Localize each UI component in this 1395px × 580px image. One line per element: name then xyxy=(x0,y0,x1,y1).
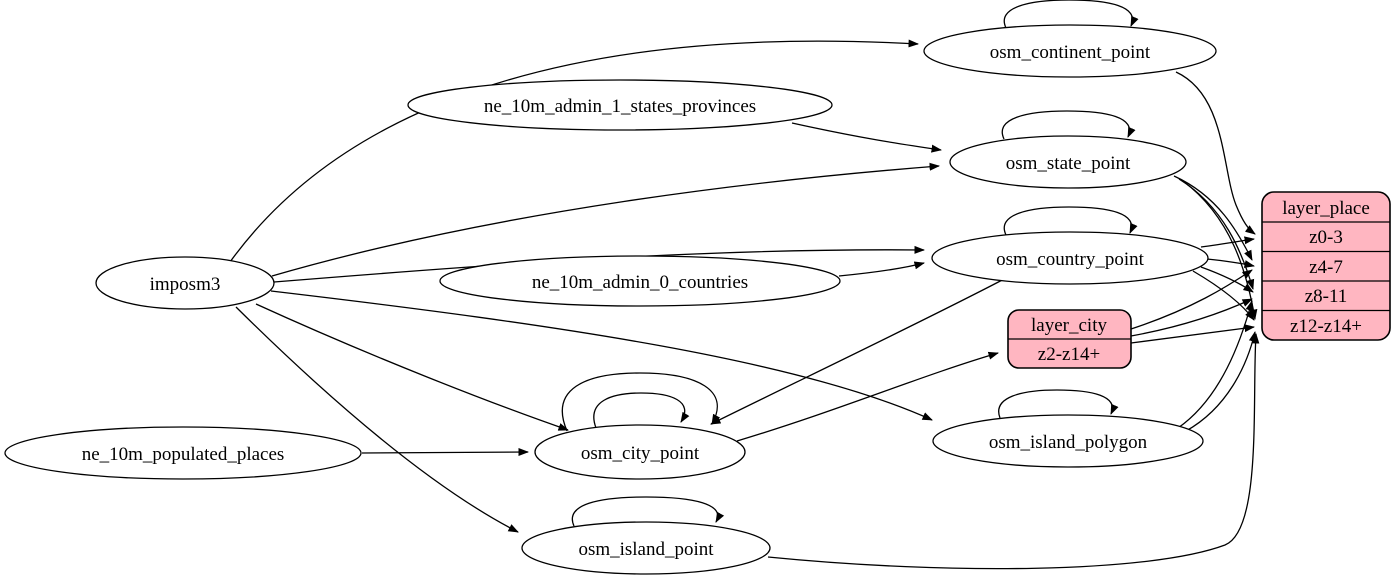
node-ne-10m-admin-1-states-provinces: ne_10m_admin_1_states_provinces xyxy=(407,79,833,131)
edge-self-osm-island-point xyxy=(571,496,725,527)
edge-ne-10m-populated-places-osm-city-point xyxy=(361,448,529,457)
edge-layer-city-layer-place-z8-11 xyxy=(1130,298,1253,337)
edge-osm-island-polygon-layer-place-z12-z14 xyxy=(1185,331,1257,432)
node-osm-island-polygon-shape xyxy=(932,414,1204,468)
node-imposm3-shape xyxy=(95,256,275,310)
node-osm-island-point-label: osm_island_point xyxy=(578,539,714,560)
node-osm-continent-point-label: osm_continent_point xyxy=(990,42,1151,63)
node-ne-10m-populated-places: ne_10m_populated_places xyxy=(4,426,362,480)
edge-imposm3-osm-island-polygon xyxy=(270,290,933,421)
edge-imposm3-osm-city-point xyxy=(255,303,569,431)
edge-self-osm-continent-point xyxy=(1003,0,1139,29)
node-osm-island-point-shape xyxy=(521,521,771,575)
edge-self-osm-state-point xyxy=(1001,110,1136,140)
node-osm-city-point-shape xyxy=(534,424,746,480)
edge-osm-state-point-layer-place-z4-7 xyxy=(1173,175,1253,261)
node-ne-10m-populated-places-label: ne_10m_populated_places xyxy=(82,444,285,465)
node-ne-10m-admin-0-countries: ne_10m_admin_0_countries xyxy=(439,255,841,307)
edge-self-inner-osm-city-point xyxy=(593,392,690,429)
node-osm-country-point-label: osm_country_point xyxy=(996,249,1144,270)
node-ne-10m-admin-0-countries-label: ne_10m_admin_0_countries xyxy=(532,272,748,293)
edge-self-osm-country-point xyxy=(1003,206,1138,236)
node-osm-continent-point-shape xyxy=(923,24,1217,78)
node-layer-place-row-z12-z14: z12-z14+ xyxy=(1290,316,1362,337)
node-layer-place: layer_place z0-3 z4-7 z8-11 z12-z14+ xyxy=(1261,191,1391,341)
edge-osm-country-point-layer-place-z4-7 xyxy=(1206,258,1255,268)
node-osm-continent-point: osm_continent_point xyxy=(923,24,1217,78)
node-layer-place-row-z8-11: z8-11 xyxy=(1305,286,1348,307)
edge-layer-city-layer-place-z4-7 xyxy=(1130,269,1253,330)
edge-ne-10m-admin-1-states-provinces-osm-state-point xyxy=(791,122,942,153)
node-layer-city-title: layer_city xyxy=(1031,315,1107,336)
node-osm-state-point-shape xyxy=(949,135,1187,189)
edge-layer-city-layer-place-z12-z14 xyxy=(1130,324,1255,344)
edge-osm-country-point-osm-city-point xyxy=(710,276,1009,425)
node-ne-10m-admin-1-states-provinces-label: ne_10m_admin_1_states_provinces xyxy=(484,96,756,117)
node-ne-10m-populated-places-shape xyxy=(4,426,362,480)
node-layer-place-shape xyxy=(1261,191,1391,341)
edge-imposm3-osm-continent-point xyxy=(229,39,919,263)
node-osm-island-polygon-label: osm_island_polygon xyxy=(989,432,1148,453)
node-imposm3: imposm3 xyxy=(95,256,275,310)
node-osm-state-point: osm_state_point xyxy=(949,135,1187,189)
node-ne-10m-admin-1-states-provinces-shape xyxy=(407,79,833,131)
edge-osm-city-point-layer-city xyxy=(736,351,999,442)
edge-osm-country-point-layer-place-z8-11 xyxy=(1200,266,1254,293)
node-layer-place-row-z4-7: z4-7 xyxy=(1309,257,1343,278)
node-imposm3-label: imposm3 xyxy=(150,274,221,295)
node-osm-island-point: osm_island_point xyxy=(521,521,771,575)
edge-self-osm-island-polygon xyxy=(998,389,1119,419)
nodes: imposm3 ne_10m_admin_1_states_provinces … xyxy=(4,24,1217,575)
node-osm-city-point-label: osm_city_point xyxy=(581,443,700,464)
node-layer-place-title: layer_place xyxy=(1282,198,1370,219)
edge-osm-continent-point-layer-place-z0-3 xyxy=(1175,71,1256,235)
edge-osm-island-polygon-layer-place-z8-11 xyxy=(1177,300,1254,429)
edge-ne-10m-admin-0-countries-osm-country-point xyxy=(838,261,925,277)
edges xyxy=(229,0,1260,570)
edge-osm-country-point-layer-place-z0-3 xyxy=(1200,236,1255,248)
node-osm-country-point-shape xyxy=(931,231,1209,285)
edge-imposm3-osm-state-point xyxy=(271,162,940,277)
node-osm-island-polygon: osm_island_polygon xyxy=(932,414,1204,468)
node-layer-city-row-z2-z14: z2-z14+ xyxy=(1038,344,1100,365)
edge-self-outer-osm-city-point xyxy=(561,372,721,432)
node-layer-place-row-z0-3: z0-3 xyxy=(1309,227,1343,248)
node-osm-country-point: osm_country_point xyxy=(931,231,1209,285)
node-osm-city-point: osm_city_point xyxy=(534,424,746,480)
node-osm-state-point-label: osm_state_point xyxy=(1006,153,1131,174)
node-layer-city: layer_city z2-z14+ xyxy=(1007,309,1132,369)
edge-imposm3-osm-island-point xyxy=(235,306,519,533)
node-ne-10m-admin-0-countries-shape xyxy=(439,255,841,307)
edge-osm-island-point-layer-place-z12-z14 xyxy=(767,333,1260,570)
edge-osm-country-point-layer-place-z12-z14 xyxy=(1192,270,1255,321)
